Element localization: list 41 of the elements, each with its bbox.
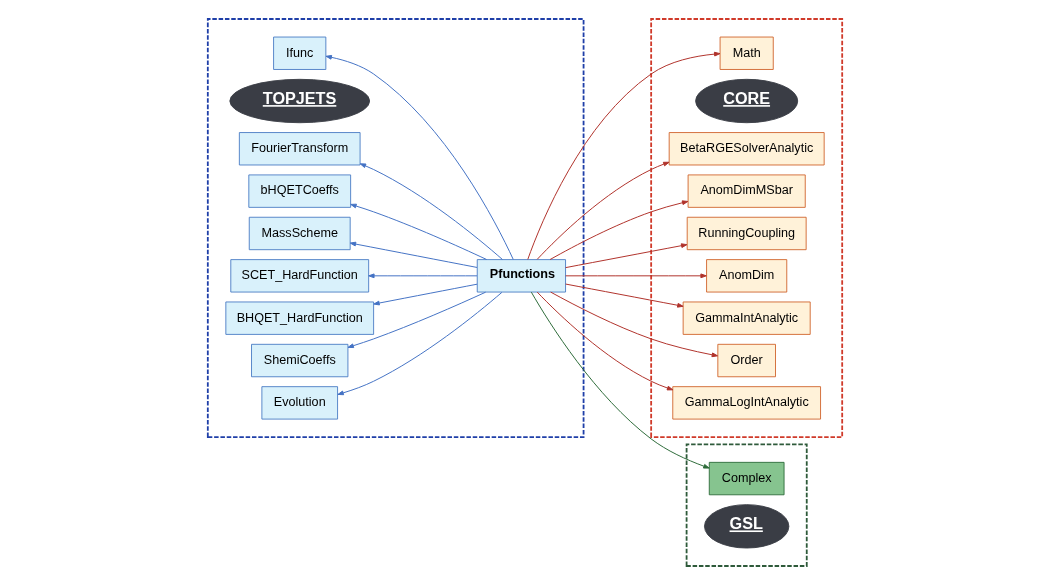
arrow: [368, 273, 478, 279]
node-box: Complex: [708, 461, 785, 496]
node-box: bHQETCoeffs: [248, 174, 352, 208]
arrow: [530, 291, 710, 469]
node-box: MassScheme: [248, 216, 351, 251]
node-box: Evolution: [261, 386, 338, 420]
node-box: Math: [719, 36, 774, 70]
arrow: [527, 51, 721, 260]
arrow: [325, 54, 514, 260]
node-ellipse: GSL: [704, 504, 790, 549]
arrow: [373, 283, 478, 306]
node-ellipse: TOPJETS: [229, 78, 371, 124]
arrow: [347, 291, 487, 349]
arrow: [565, 273, 707, 279]
arrow: [350, 203, 488, 260]
arrow: [337, 291, 503, 396]
arrow: [565, 283, 684, 308]
node-box: GammaIntAnalytic: [682, 301, 811, 335]
node-ellipse: CORE: [695, 78, 799, 124]
arrow: [359, 163, 503, 260]
cluster: [206, 18, 585, 439]
arrow: [549, 200, 689, 261]
node-box: GammaLogIntAnalytic: [672, 386, 821, 420]
arrow: [536, 161, 670, 260]
arrow: [536, 291, 674, 391]
arrow: [565, 243, 688, 269]
cluster: [650, 18, 844, 439]
node-box: BHQET_HardFunction: [225, 301, 375, 335]
node-box: BetaRGESolverAnalytic: [668, 132, 825, 166]
node-box: AnomDimMSbar: [687, 174, 806, 208]
cluster: [685, 443, 808, 567]
node-box: ShemiCoeffs: [251, 343, 349, 378]
node-box: Ifunc: [273, 36, 327, 70]
node-box: AnomDim: [706, 259, 788, 293]
node-box: RunningCoupling: [686, 216, 807, 251]
node-box: Order: [717, 343, 776, 378]
node-box: SCET_HardFunction: [230, 259, 370, 293]
arrow: [550, 291, 719, 358]
node-box: Pfunctions: [476, 259, 566, 293]
arrow: [349, 241, 478, 268]
node-box: FourierTransform: [238, 132, 361, 166]
